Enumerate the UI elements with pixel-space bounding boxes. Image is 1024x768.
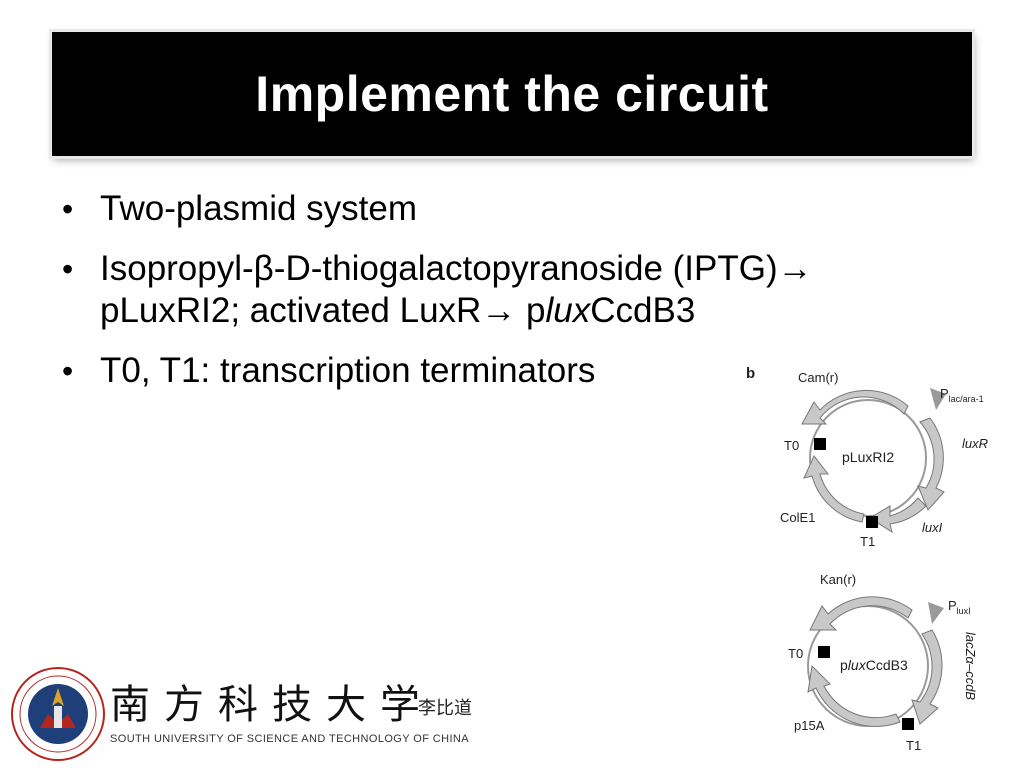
bullet-text: Two-plasmid system: [100, 189, 418, 228]
bullet-two-plasmid: Two-plasmid system: [56, 188, 956, 230]
lacZ-ccdB-label: lacZα–ccdB: [963, 632, 978, 700]
colE1-arrow: [803, 455, 865, 523]
lacZ-ccdB-arrow: [911, 629, 943, 725]
kan-label: Kan(r): [820, 572, 856, 587]
luxR-arrow: [917, 417, 945, 511]
colE1-label: ColE1: [780, 510, 815, 525]
university-name-cn: 南方科技大学: [110, 682, 434, 728]
cam-arrow: [801, 389, 909, 425]
t0-label-1: T0: [784, 438, 799, 453]
slide-title: Implement the circuit: [255, 66, 769, 122]
promoter-arrow-1: [930, 388, 946, 410]
bullet-text: T0, T1: transcription terminators: [100, 351, 596, 390]
plasmid-2: pluxCcdB3 Kan(r) PluxI lacZα–ccdB T0 T1 …: [788, 572, 978, 753]
panel-label: b: [746, 365, 755, 382]
luxI-arrow: [869, 497, 927, 534]
promoter-label-1: Plac/ara-1: [940, 386, 984, 404]
plasmid-1-name: pLuxRI2: [842, 449, 894, 465]
cam-label: Cam(r): [798, 370, 838, 385]
promoter-label-2: PluxI: [948, 598, 971, 616]
bullet-terminators: T0, T1: transcription terminators: [56, 350, 956, 392]
t1-label-1: T1: [860, 534, 875, 549]
bullet-iptg: Isopropyl-β-D-thiogalactopyranoside (IPT…: [56, 248, 956, 332]
plasmid-2-name: pluxCcdB3: [840, 657, 908, 673]
t0-terminator-1: [814, 438, 826, 450]
t1-terminator-1: [866, 516, 878, 528]
p15A-label: p15A: [794, 718, 825, 733]
t0-label-2: T0: [788, 646, 803, 661]
university-seal-icon: [11, 667, 105, 761]
t1-label-2: T1: [906, 738, 921, 753]
bullet-text-part1: Isopropyl-β-D-thiogalactopyranoside (IPT…: [100, 249, 813, 330]
calligraphy-signature: 李比道: [418, 698, 472, 719]
p15A-arrow: [807, 664, 901, 727]
plasmid-1: pLuxRI2 Cam(r) Plac/ara-1 luxR luxI T0 T…: [780, 370, 988, 549]
bullet-list: Two-plasmid system Isopropyl-β-D-thiogal…: [56, 188, 956, 410]
plasmid-diagram: b pLuxRI2 Cam(r) Plac/ara-1 luxR luxI T0…: [746, 365, 988, 753]
bullet-text-part2: CcdB3: [590, 291, 696, 330]
title-bar: Implement the circuit: [52, 32, 972, 156]
university-name-en: SOUTH UNIVERSITY OF SCIENCE AND TECHNOLO…: [110, 733, 470, 745]
luxR-label: luxR: [962, 436, 988, 451]
t1-terminator-2: [902, 718, 914, 730]
kan-arrow: [809, 596, 913, 631]
bullet-lux-italic: lux: [545, 291, 591, 330]
luxI-label: luxI: [922, 520, 943, 535]
t0-terminator-2: [818, 646, 830, 658]
promoter-arrow-2: [928, 602, 944, 624]
